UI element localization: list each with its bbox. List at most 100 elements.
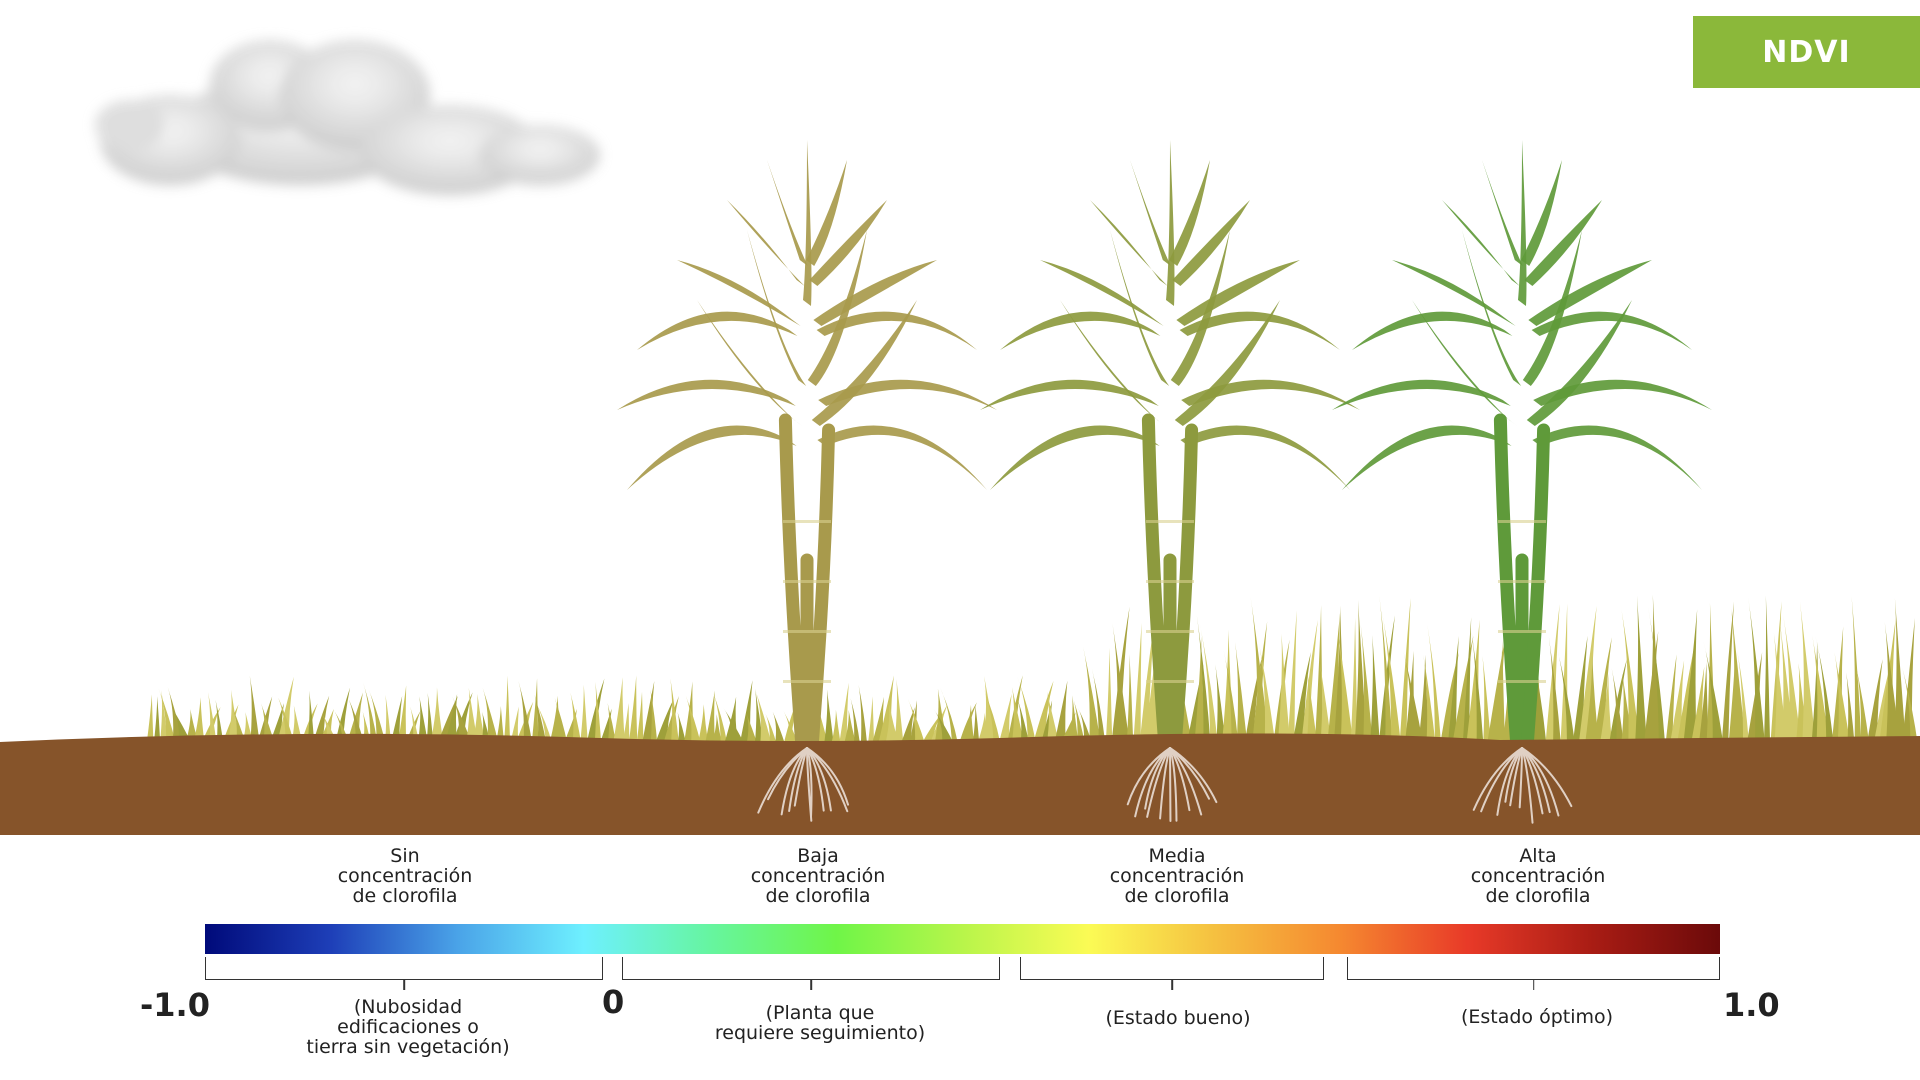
grass-blade bbox=[1482, 656, 1491, 744]
grass-blade bbox=[1721, 601, 1735, 744]
grass bbox=[146, 594, 1918, 744]
stalk-node bbox=[1146, 580, 1194, 583]
sugarcane-leaf bbox=[1000, 311, 1161, 350]
grass-blade bbox=[1258, 640, 1276, 744]
sugarcane-leaf bbox=[980, 379, 1159, 410]
grass-blade bbox=[510, 706, 519, 744]
root-strand bbox=[806, 747, 850, 806]
sugarcane-leaf bbox=[627, 425, 797, 490]
grass-blade bbox=[1418, 654, 1430, 744]
grass-blade bbox=[622, 702, 630, 744]
grass-blade bbox=[1199, 620, 1218, 744]
sugarcane-leaf bbox=[767, 160, 808, 266]
sugarcane-stalk bbox=[1493, 413, 1524, 749]
grass-blade bbox=[1471, 632, 1484, 744]
grass-blade bbox=[452, 696, 472, 744]
grass-blade bbox=[153, 696, 161, 744]
bracket-none bbox=[205, 957, 603, 990]
grass-blade bbox=[1337, 628, 1354, 744]
grass-blade bbox=[612, 677, 626, 744]
grass-blade bbox=[867, 696, 875, 744]
grass-blade bbox=[900, 707, 915, 744]
grass-blade bbox=[963, 704, 975, 744]
grass-blade bbox=[628, 675, 638, 744]
grass-blade bbox=[1783, 615, 1802, 744]
grass-blade bbox=[1235, 642, 1248, 744]
grass-blade bbox=[1866, 659, 1883, 744]
grass-blade bbox=[1105, 647, 1113, 744]
ndvi-color-scale bbox=[205, 924, 1720, 954]
sugarcane-leaf bbox=[1174, 300, 1280, 426]
grass-blade bbox=[843, 709, 857, 744]
grass-blade bbox=[1069, 695, 1079, 744]
sugarcane-leaf bbox=[1524, 200, 1602, 286]
grass-blade bbox=[426, 692, 434, 744]
stalk-node bbox=[1146, 520, 1194, 523]
grass-blade bbox=[824, 689, 834, 744]
grass-blade bbox=[697, 704, 709, 744]
root-strand bbox=[1521, 747, 1573, 808]
grass-blade bbox=[1447, 635, 1459, 744]
grass-blade bbox=[1585, 655, 1599, 744]
sugarcane-leaf bbox=[1482, 160, 1523, 266]
grass-blade bbox=[1403, 651, 1424, 744]
root-strand bbox=[1169, 747, 1218, 804]
grass-blade bbox=[1635, 595, 1647, 744]
grass-blade bbox=[1381, 610, 1401, 744]
grass-blade bbox=[1677, 645, 1695, 744]
sugarcane-leaf bbox=[1442, 200, 1520, 286]
grass-blade bbox=[1902, 667, 1918, 744]
scale-min-label: -1.0 bbox=[140, 986, 210, 1024]
grass-blade bbox=[1497, 640, 1505, 744]
stalk-node bbox=[783, 580, 831, 583]
grass-blade bbox=[670, 678, 679, 744]
grass-blade bbox=[1370, 634, 1380, 744]
grass-blade bbox=[711, 689, 728, 744]
sugarcane-high bbox=[1332, 140, 1712, 749]
grass-blade bbox=[1292, 651, 1311, 744]
root-strand bbox=[1169, 747, 1178, 822]
grass-blade bbox=[1017, 676, 1037, 744]
grass-blade bbox=[586, 678, 605, 744]
grass-blade bbox=[335, 687, 351, 744]
grass-blade bbox=[444, 694, 458, 744]
grass-blade bbox=[1011, 687, 1025, 744]
root-strand bbox=[793, 747, 808, 807]
grass-blade bbox=[1111, 606, 1130, 744]
grass-blade bbox=[1223, 650, 1239, 744]
grass-blade bbox=[1530, 639, 1547, 744]
sugarcane-leaf bbox=[1179, 311, 1340, 350]
grass-blade bbox=[1703, 640, 1724, 744]
grass-blade bbox=[390, 695, 403, 744]
stalk-node bbox=[1146, 630, 1194, 633]
grass-blade bbox=[594, 681, 602, 744]
sugarcane-leaf bbox=[1342, 425, 1512, 490]
grass-blade bbox=[894, 679, 904, 744]
grass-blade bbox=[1277, 633, 1291, 744]
grass-blade bbox=[1314, 605, 1324, 744]
grass-blade bbox=[607, 702, 617, 744]
grass-blade bbox=[858, 685, 868, 744]
grass-blade bbox=[1620, 603, 1640, 744]
sugarcane-leaf bbox=[637, 311, 798, 350]
grass-blade bbox=[712, 713, 722, 744]
grass-blade bbox=[1112, 623, 1130, 744]
stalk-node bbox=[1498, 520, 1546, 523]
grass-blade bbox=[907, 698, 926, 744]
sugarcane-leaf bbox=[1533, 379, 1712, 410]
sugarcane-stalk bbox=[1520, 423, 1551, 749]
sugarcane-stalk bbox=[1168, 423, 1199, 749]
stalk-node bbox=[1146, 680, 1194, 683]
grass-blade bbox=[1083, 646, 1101, 744]
sugarcane-leaf bbox=[809, 200, 887, 286]
grass-blade bbox=[531, 678, 539, 744]
grass-blade bbox=[831, 709, 841, 744]
grass-blade bbox=[307, 690, 315, 744]
grass-blade bbox=[677, 711, 687, 744]
stalk-node bbox=[1498, 630, 1546, 633]
grass-blade bbox=[534, 694, 547, 744]
sugarcane-leaf bbox=[1526, 300, 1632, 426]
root-strand bbox=[1521, 747, 1534, 824]
category-medium-title: Media concentración de clorofila bbox=[1109, 845, 1245, 907]
sugarcane-leaf bbox=[818, 379, 997, 410]
